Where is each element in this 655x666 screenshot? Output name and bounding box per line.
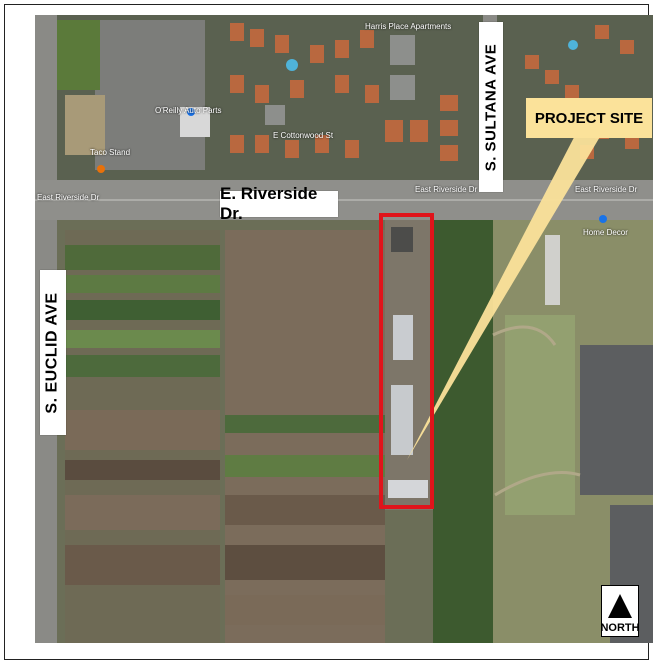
euclid-ave-text: S. EUCLID AVE	[44, 291, 61, 414]
sultana-ave-label: S. SULTANA AVE	[479, 22, 503, 192]
north-label: NORTH	[600, 622, 640, 634]
project-parcel	[385, 220, 433, 510]
cottonwood-label: E Cottonwood St	[273, 131, 334, 140]
riverside-map-label-mid: East Riverside Dr	[415, 185, 478, 194]
east-building	[545, 235, 560, 305]
map-pin-icon	[97, 165, 105, 173]
pool-icon	[568, 40, 578, 50]
grey-roofs	[265, 35, 415, 125]
parking-lot-nw	[95, 20, 205, 170]
apartments-label: Harris Place Apartments	[365, 22, 452, 31]
field-west-strips	[65, 245, 220, 585]
tree-strip	[433, 220, 493, 643]
project-callout-pointer	[407, 120, 610, 460]
house-roofs	[230, 23, 639, 161]
green-lot-nw	[55, 20, 100, 90]
sultana-ave-text: S. SULTANA AVE	[482, 43, 500, 171]
riverside-map-label-right: East Riverside Dr	[575, 185, 638, 194]
site-building	[391, 227, 413, 252]
parking-lot-east	[580, 345, 653, 495]
dirt-path	[494, 471, 581, 497]
dirt-path	[492, 325, 557, 346]
dirt-lot-nw	[65, 95, 105, 155]
open-land-patch	[505, 315, 575, 515]
project-site-outline	[379, 213, 434, 509]
north-arrow: NORTH	[600, 585, 640, 637]
auto-parts-label: O'Reilly Auto Parts	[155, 106, 222, 115]
riverside-road-label: E. Riverside Dr.	[220, 184, 338, 223]
field-center-strips	[225, 415, 385, 625]
taco-stand-label: Taco Stand	[90, 148, 131, 157]
site-building	[393, 315, 413, 360]
riverside-map-label-left: East Riverside Dr	[37, 193, 100, 202]
home-decor-label: Home Decor	[583, 228, 628, 237]
map-pin-icon	[599, 215, 607, 223]
map-figure-frame: O'Reilly Auto Parts Taco Stand E Cottonw…	[4, 4, 653, 660]
pool-icon	[286, 59, 298, 71]
farm-field-center	[225, 230, 385, 643]
site-building	[391, 385, 413, 455]
north-arrow-icon	[608, 594, 632, 618]
site-building	[388, 480, 428, 498]
euclid-ave-label: S. EUCLID AVE	[40, 270, 66, 435]
project-site-callout: PROJECT SITE	[526, 98, 652, 138]
map-pin-icon	[187, 108, 195, 116]
